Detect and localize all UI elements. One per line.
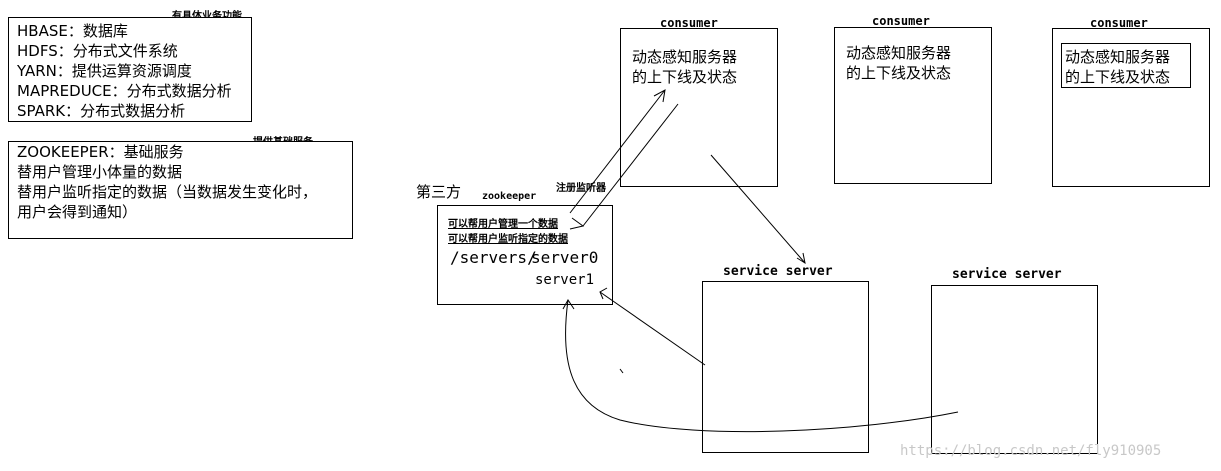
zookeeper-description-box: ZOOKEEPER：基础服务 替用户管理小体量的数据 替用户监听指定的数据（当数… bbox=[8, 141, 353, 239]
notify-arrowhead bbox=[569, 217, 585, 230]
watermark: https://blog.csdn.net/fly910905 bbox=[900, 443, 1162, 459]
consumer-1-box bbox=[620, 28, 778, 187]
hadoop-line-mapreduce: MAPREDUCE：分布式数据分析 bbox=[17, 82, 232, 100]
hadoop-line-hbase: HBASE：数据库 bbox=[17, 22, 128, 40]
server-2-title: service server bbox=[952, 267, 1062, 282]
consumer-2-text-2: 的上下线及状态 bbox=[846, 64, 952, 82]
zookeeper-box bbox=[437, 205, 613, 305]
consumer-3-text-2: 的上下线及状态 bbox=[1065, 68, 1171, 86]
hadoop-components-box: HBASE：数据库 HDFS：分布式文件系统 YARN：提供运算资源调度 MAP… bbox=[8, 17, 252, 122]
server2-registration-arrowhead bbox=[562, 299, 575, 310]
consumer-2-title: consumer bbox=[872, 14, 930, 28]
consumer-1-text-1: 动态感知服务器 bbox=[632, 48, 738, 66]
zk-watch-data-line: 可以帮用户监听指定的数据 bbox=[448, 234, 568, 245]
register-listener-arrow-up bbox=[569, 89, 666, 214]
consumer-server-arrowhead bbox=[796, 252, 806, 265]
zk-servers-path: /servers/ bbox=[450, 248, 537, 267]
consumer-3-title: consumer bbox=[1090, 16, 1148, 30]
zk-line-3: 替用户监听指定的数据（当数据发生变化时， bbox=[17, 183, 318, 201]
consumer-3-text-1: 动态感知服务器 bbox=[1065, 48, 1171, 66]
register-listener-arrowhead bbox=[653, 89, 666, 103]
zk-line-1: ZOOKEEPER：基础服务 bbox=[17, 143, 184, 161]
server-1-title: service server bbox=[723, 264, 833, 279]
server-1-box bbox=[702, 281, 869, 453]
consumer-3-text-frame bbox=[1061, 43, 1191, 88]
consumer-1-title: consumer bbox=[660, 16, 718, 30]
zk-server0-node: server0 bbox=[531, 248, 599, 267]
consumer-2-box bbox=[834, 27, 992, 184]
zk-server1-node: server1 bbox=[535, 272, 595, 288]
server1-registration-arrowhead bbox=[599, 287, 608, 300]
small-tick-mark bbox=[619, 368, 624, 374]
register-listener-label: 注册监听器 bbox=[556, 183, 606, 194]
hadoop-line-hdfs: HDFS：分布式文件系统 bbox=[17, 42, 178, 60]
consumer-1-text-2: 的上下线及状态 bbox=[632, 68, 738, 86]
server2-registration-curve bbox=[565, 299, 959, 433]
server-2-box bbox=[931, 285, 1098, 454]
consumer-server-line bbox=[710, 154, 806, 264]
hadoop-caption: 有具体业务功能 bbox=[172, 7, 242, 22]
hadoop-line-spark: SPARK：分布式数据分析 bbox=[17, 102, 186, 120]
consumer-2-text-1: 动态感知服务器 bbox=[846, 44, 952, 62]
server1-registration-line bbox=[599, 291, 706, 366]
zookeeper-title: zookeeper bbox=[482, 191, 537, 202]
zk-manage-data-line: 可以帮用户管理一个数据 bbox=[448, 219, 558, 230]
register-listener-arrow-down bbox=[582, 103, 679, 227]
zk-line-4: 用户会得到通知） bbox=[17, 203, 138, 221]
third-party-label: 第三方 bbox=[416, 183, 462, 201]
zk-line-2: 替用户管理小体量的数据 bbox=[17, 163, 183, 181]
hadoop-line-yarn: YARN：提供运算资源调度 bbox=[17, 62, 192, 80]
